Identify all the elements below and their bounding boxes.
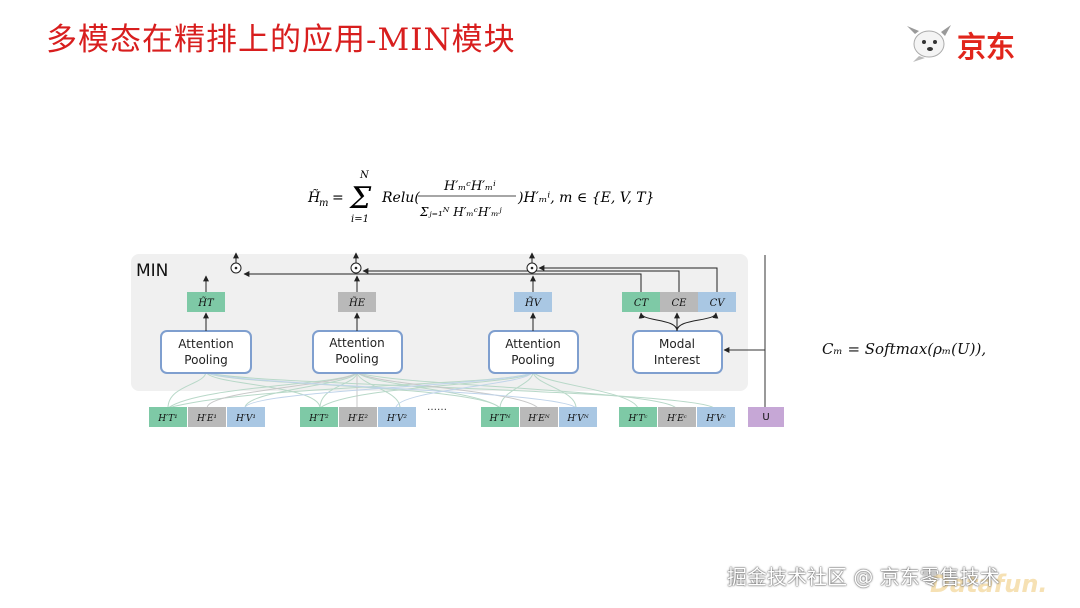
svg-text:H′Tᴺ: H′Tᴺ: [489, 414, 512, 424]
svg-text:H′Vᶜ: H′Vᶜ: [705, 414, 726, 424]
attention-pooling-1: Attention Pooling: [160, 330, 252, 374]
svg-text:H′V²: H′V²: [386, 414, 407, 424]
output-c-t: CT: [622, 292, 660, 312]
product-node-t: [230, 252, 242, 274]
input-u: U: [748, 407, 784, 427]
svg-text:CV: CV: [710, 298, 727, 309]
formula-cm: Cₘ = Softmax(ρₘ(U)),: [822, 340, 987, 358]
svg-text:H̃: H̃: [307, 188, 321, 206]
output-h-v: H̃V: [514, 292, 552, 312]
svg-text:H̃V: H̃V: [524, 297, 543, 309]
pool2-line2: Pooling: [335, 352, 378, 366]
page-title: 多模态在精排上的应用-MIN模块: [46, 22, 516, 58]
svg-text:i=1: i=1: [351, 214, 369, 225]
min-panel: [131, 254, 748, 391]
svg-text:Σⱼ₌₁ᴺ H′ₘᶜH′ₘʲ: Σⱼ₌₁ᴺ H′ₘᶜH′ₘʲ: [419, 205, 503, 219]
svg-text:CE: CE: [672, 298, 688, 309]
jd-logo: 京东: [905, 20, 1035, 64]
svg-text:)H′ₘⁱ, m ∈ {E, V, T}: )H′ₘⁱ, m ∈ {E, V, T}: [517, 190, 655, 206]
watermark-logo: Datafun.: [930, 570, 1048, 598]
ellipsis: ……: [427, 402, 447, 413]
modal-line2: Interest: [654, 353, 701, 367]
product-node-e: [350, 252, 362, 274]
svg-text:N: N: [359, 170, 370, 181]
pool1-line2: Pooling: [184, 353, 227, 367]
input-group-c: H′Tᶜ H′Eᶜ H′Vᶜ: [619, 407, 735, 427]
product-node-v: [526, 252, 538, 274]
watermark: 掘金技术社区 @ 京东零售技术: [727, 565, 1000, 589]
output-h-t: H̃T: [187, 292, 225, 312]
modal-line1: Modal: [659, 337, 695, 351]
svg-text:H′Vᴺ: H′Vᴺ: [566, 414, 589, 424]
svg-text:m: m: [319, 198, 328, 209]
svg-text:H′T¹: H′T¹: [157, 414, 178, 424]
input-group-n: H′Tᴺ H′Eᴺ H′Vᴺ: [481, 407, 597, 427]
jd-dog-logo-icon: [907, 25, 951, 62]
pool3-line2: Pooling: [511, 353, 554, 367]
panel-label: MIN: [136, 261, 168, 281]
logo-text: 京东: [957, 30, 1016, 64]
svg-text:H′Eᴺ: H′Eᴺ: [527, 414, 550, 424]
output-h-e: H̃E: [338, 292, 376, 312]
svg-text:H′Eᶜ: H′Eᶜ: [666, 414, 687, 424]
modal-interest: Modal Interest: [632, 330, 723, 374]
output-c-v: CV: [698, 292, 736, 312]
svg-text:CT: CT: [634, 298, 650, 309]
svg-text:H′T²: H′T²: [308, 414, 329, 424]
output-c-e: CE: [660, 292, 698, 312]
input-group-2: H′T² H′E² H′V²: [300, 407, 416, 427]
svg-text:H′E¹: H′E¹: [196, 414, 217, 424]
input-group-1: H′T¹ H′E¹ H′V¹: [149, 407, 265, 427]
formula-hm: H̃ m = Σ N i=1 Relu( H′ₘᶜH′ₘⁱ Σⱼ₌₁ᴺ H′ₘᶜ…: [306, 170, 666, 238]
attention-pooling-3: Attention Pooling: [488, 330, 579, 374]
svg-text:H̃T: H̃T: [197, 297, 215, 309]
svg-text:=: =: [332, 190, 344, 206]
attention-pooling-2: Attention Pooling: [312, 330, 403, 374]
svg-text:H′E²: H′E²: [347, 414, 368, 424]
svg-text:H′V¹: H′V¹: [235, 414, 256, 424]
svg-text:Σ: Σ: [349, 181, 372, 216]
pool2-line1: Attention: [329, 336, 384, 350]
svg-text:H̃E: H̃E: [348, 297, 366, 309]
pool3-line1: Attention: [505, 337, 560, 351]
svg-text:Relu(: Relu(: [381, 190, 420, 206]
svg-text:H′ₘᶜH′ₘⁱ: H′ₘᶜH′ₘⁱ: [443, 179, 496, 194]
svg-text:H′Tᶜ: H′Tᶜ: [627, 414, 647, 424]
pool1-line1: Attention: [178, 337, 233, 351]
svg-text:U: U: [762, 412, 769, 423]
